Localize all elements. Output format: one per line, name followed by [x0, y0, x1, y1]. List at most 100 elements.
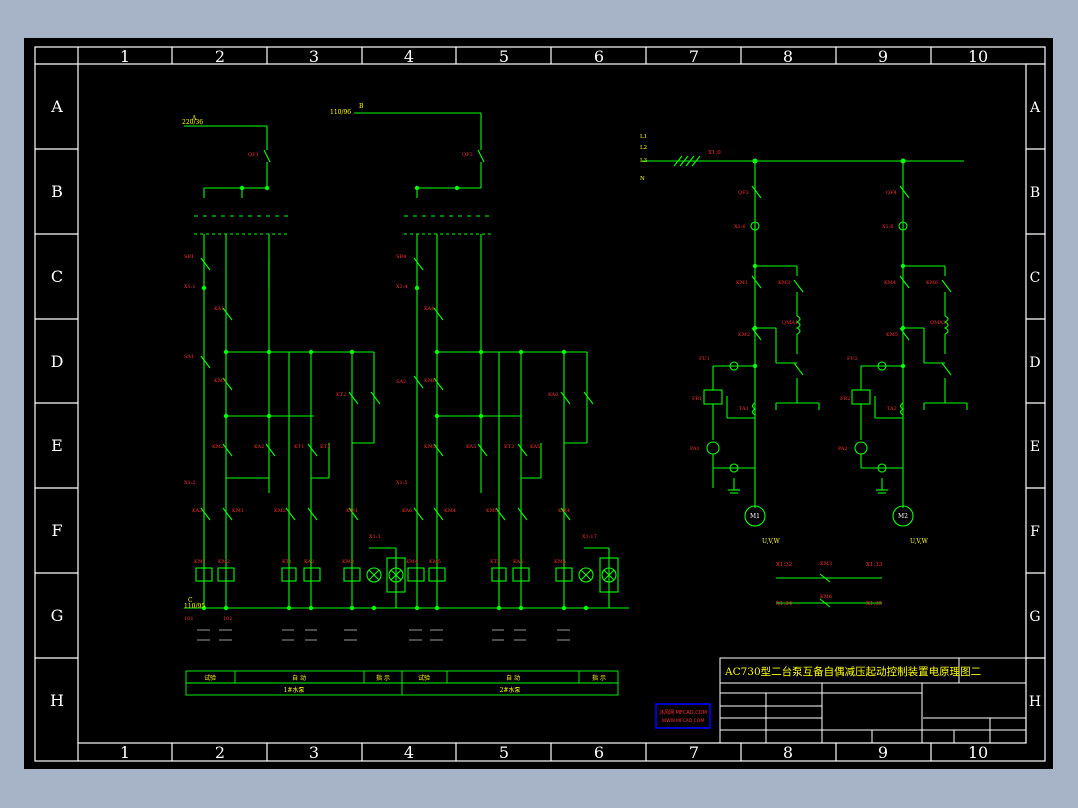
- row-label: E: [51, 436, 63, 455]
- row-label: A: [1029, 100, 1041, 116]
- svg-text:KM3: KM3: [214, 378, 226, 384]
- svg-text:KM4: KM4: [884, 280, 896, 286]
- control-circuit-pump-2-terminal-ticks: [409, 629, 570, 641]
- power-circuit[interactable]: [642, 155, 968, 608]
- svg-text:KA6: KA6: [548, 392, 558, 398]
- watermark-text: 沐风网 MFCAD.COM: [659, 709, 707, 716]
- svg-text:KM4: KM4: [444, 508, 456, 514]
- control-circuit-pump-1[interactable]: [184, 125, 629, 609]
- column-label: 3: [309, 47, 319, 66]
- svg-text:KM1: KM1: [194, 559, 206, 565]
- svg-text:KM4: KM4: [558, 508, 570, 514]
- watermark-text: WWW.MFCAD.COM: [662, 718, 705, 724]
- svg-text:KM5: KM5: [429, 559, 441, 565]
- svg-text:QF4: QF4: [886, 190, 897, 196]
- svg-text:PA1: PA1: [690, 446, 700, 452]
- svg-text:KM6: KM6: [926, 280, 938, 286]
- svg-text:X1:3: X1:3: [369, 534, 381, 540]
- svg-text:FR2: FR2: [840, 396, 850, 402]
- svg-text:X1:2: X1:2: [184, 480, 196, 486]
- row-label: B: [51, 182, 63, 201]
- table-cell: 自 动: [292, 674, 306, 682]
- svg-text:KA1: KA1: [214, 306, 224, 312]
- svg-text:KM2: KM2: [274, 508, 286, 514]
- svg-text:KM1: KM1: [232, 508, 244, 514]
- svg-text:SA1: SA1: [184, 354, 194, 360]
- row-label: E: [1030, 439, 1040, 455]
- column-label: 10: [968, 47, 988, 66]
- column-labels-bottom: 1 2 3 4 5 6 7 8 9 10: [120, 743, 988, 762]
- svg-text:KM2: KM2: [738, 332, 750, 338]
- svg-text:FR1: FR1: [692, 396, 702, 402]
- svg-text:KM1: KM1: [736, 280, 748, 286]
- table-cell: 试验: [204, 674, 216, 682]
- table-cell: 指 示: [376, 674, 390, 682]
- row-labels-right: A B C D E F G H: [1029, 100, 1041, 710]
- row-label: D: [1029, 355, 1040, 371]
- svg-text:PA2: PA2: [838, 446, 848, 452]
- drawing-sheet[interactable]: 1 2 3 4 5 6 7 8 9 10 1 2 3 4 5 6 7 8 9 1…: [24, 38, 1053, 769]
- svg-text:QF2: QF2: [462, 152, 473, 158]
- svg-text:KT2: KT2: [504, 444, 514, 450]
- svg-text:QF3: QF3: [738, 190, 749, 196]
- aux-terminal-label: X1:33: [866, 562, 883, 568]
- row-label: G: [51, 606, 64, 625]
- column-label: 5: [499, 743, 509, 762]
- drawing-title: AC730型二台泵互备自偶减压起动控制装置电原理图二: [724, 665, 981, 678]
- feeder-terminal-label: X1:0: [708, 150, 721, 156]
- drawing-frame: [34, 46, 1046, 762]
- svg-text:FU2: FU2: [847, 356, 858, 362]
- svg-text:102: 102: [223, 616, 233, 622]
- svg-text:SA2: SA2: [396, 379, 406, 385]
- column-label: 9: [878, 743, 888, 762]
- ctrl-source-label: 220/36: [182, 119, 203, 126]
- svg-text:KM3: KM3: [820, 561, 832, 567]
- function-table: [185, 670, 619, 696]
- column-label: 2: [215, 47, 225, 66]
- svg-text:KM2: KM2: [218, 559, 230, 565]
- svg-text:X1:1: X1:1: [184, 284, 196, 290]
- aux-terminal-label: X1:34: [776, 601, 793, 607]
- svg-text:TA1: TA1: [739, 406, 749, 412]
- svg-text:KM3: KM3: [778, 280, 790, 286]
- power-circuit-nodes: [752, 158, 906, 369]
- row-label: B: [1030, 185, 1040, 201]
- svg-text:KA3: KA3: [192, 508, 202, 514]
- svg-text:KA4: KA4: [424, 306, 434, 312]
- feeder-label: L2: [640, 145, 647, 151]
- svg-text:KM6: KM6: [820, 594, 832, 600]
- svg-text:KM2: KM2: [212, 444, 224, 450]
- column-labels-top: 1 2 3 4 5 6 7 8 9 10: [120, 47, 988, 66]
- svg-text:KT1: KT1: [320, 444, 330, 450]
- column-label: 2: [215, 743, 225, 762]
- column-label: 7: [689, 47, 699, 66]
- ctrl-source-label: 110/96: [330, 109, 351, 116]
- svg-text:KA5: KA5: [530, 444, 540, 450]
- svg-text:KT1: KT1: [282, 559, 292, 565]
- control-circuit-pump-2[interactable]: [354, 112, 619, 608]
- control-circuit-pump-2-nodes: [414, 185, 589, 611]
- function-table-labels: 试验 自 动 指 示 试验 自 动 指 示 1#水泵 2#水泵: [204, 674, 606, 694]
- column-label: 8: [783, 47, 793, 66]
- phase-label: C: [188, 597, 193, 604]
- column-label: 1: [120, 47, 130, 66]
- unit-label: 1#水泵: [284, 686, 305, 694]
- svg-text:KM5: KM5: [424, 444, 436, 450]
- svg-text:101: 101: [184, 616, 194, 622]
- svg-text:KM5: KM5: [886, 332, 898, 338]
- column-label: 8: [783, 743, 793, 762]
- feeder-label: N: [640, 176, 645, 182]
- ctrl-source-label: 110/95: [184, 603, 205, 610]
- svg-text:KT1: KT1: [294, 444, 304, 450]
- unit-label: 2#水泵: [500, 686, 521, 694]
- aux-terminal-label: X1:35: [866, 601, 883, 607]
- svg-text:FU1: FU1: [699, 356, 710, 362]
- aux-terminal-label: X1:32: [776, 562, 792, 568]
- svg-text:X1:17: X1:17: [582, 534, 597, 540]
- column-label: 9: [878, 47, 888, 66]
- svg-text:KM3: KM3: [342, 559, 354, 565]
- column-label: 1: [120, 743, 130, 762]
- svg-text:TA2: TA2: [887, 406, 897, 412]
- svg-text:SB4: SB4: [396, 254, 406, 260]
